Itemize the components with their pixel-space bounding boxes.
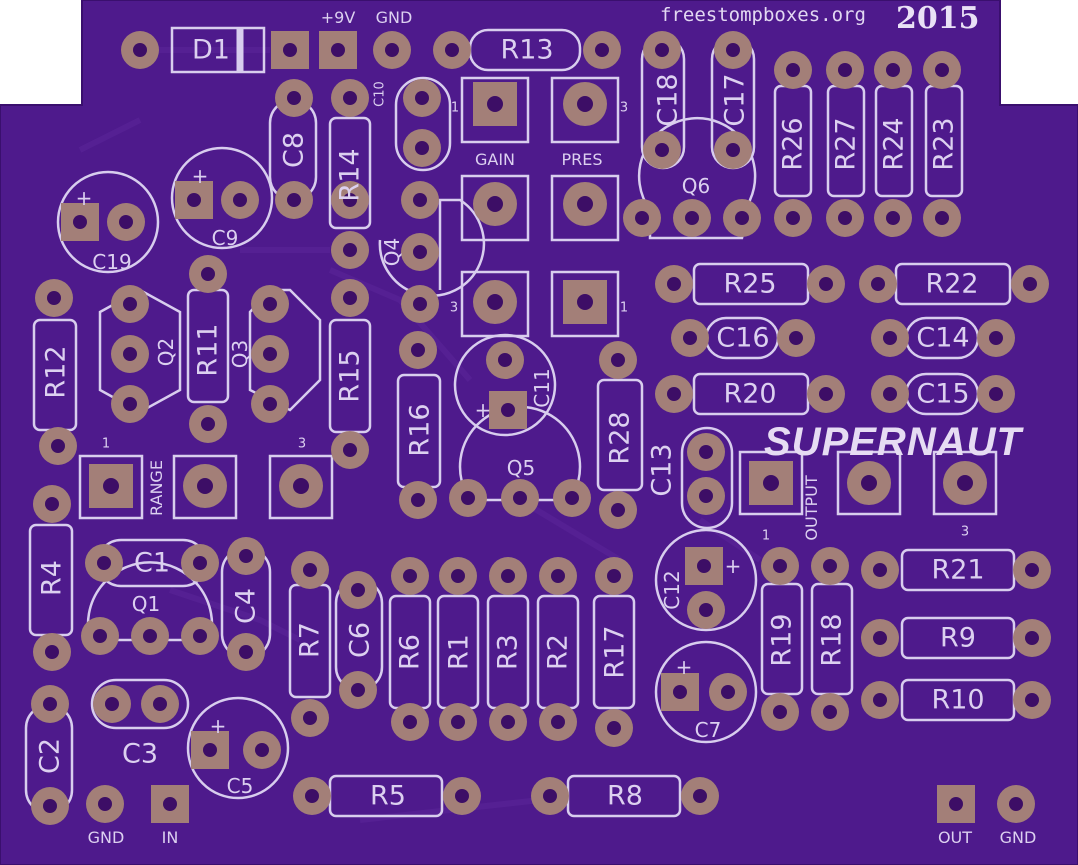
pin3-label: 3 bbox=[449, 300, 459, 316]
c3-label: C3 bbox=[121, 738, 159, 770]
r15-label: R15 bbox=[334, 349, 366, 403]
pin1-label: 1 bbox=[761, 528, 771, 544]
q1-label: Q1 bbox=[131, 592, 161, 616]
website-label: freestompboxes.org bbox=[660, 4, 866, 26]
r16-label: R16 bbox=[404, 403, 436, 457]
polarity-plus: + bbox=[474, 398, 492, 422]
out-label: OUT bbox=[937, 828, 973, 847]
in-gnd-label: GND bbox=[87, 828, 125, 847]
r18-label: R18 bbox=[816, 613, 848, 667]
r27-label: R27 bbox=[830, 117, 862, 171]
polarity-plus: + bbox=[209, 714, 227, 738]
power-gnd-label: GND bbox=[375, 8, 413, 27]
r7-label: R7 bbox=[294, 622, 326, 658]
c14-label: C14 bbox=[916, 322, 970, 354]
d1-label: D1 bbox=[192, 34, 230, 66]
pin3-label: 3 bbox=[960, 524, 970, 540]
pin1-label: 1 bbox=[450, 100, 460, 116]
r14-label: R14 bbox=[334, 148, 366, 202]
c19-label: C19 bbox=[92, 250, 132, 274]
r11-label: R11 bbox=[192, 323, 224, 377]
r10-label: R10 bbox=[931, 684, 985, 716]
r19-label: R19 bbox=[766, 613, 798, 667]
r6-label: R6 bbox=[394, 634, 426, 670]
r4-label: R4 bbox=[36, 560, 68, 596]
r8-label: R8 bbox=[607, 780, 643, 812]
gain-label: GAIN bbox=[474, 150, 516, 169]
r20-label: R20 bbox=[723, 378, 777, 410]
range-label: RANGE bbox=[147, 460, 166, 516]
power-plus-label: +9V bbox=[320, 8, 356, 27]
r25-label: R25 bbox=[723, 268, 777, 300]
pin3-label: 3 bbox=[297, 436, 307, 452]
r17-label: R17 bbox=[599, 625, 631, 679]
r28-label: R28 bbox=[604, 411, 636, 465]
c16-label: C16 bbox=[716, 322, 770, 354]
q5-label: Q5 bbox=[506, 456, 536, 480]
polarity-plus: + bbox=[75, 186, 93, 210]
in-label: IN bbox=[161, 828, 179, 847]
c12-label: C12 bbox=[660, 570, 684, 610]
c11-label: C11 bbox=[530, 368, 554, 408]
q2-label: Q2 bbox=[154, 337, 178, 367]
c5-label: C5 bbox=[226, 774, 254, 798]
year-label: 2015 bbox=[896, 1, 980, 36]
pin3-label: 3 bbox=[619, 100, 629, 116]
r22-label: R22 bbox=[925, 268, 979, 300]
q3-label: Q3 bbox=[228, 339, 252, 369]
r3-label: R3 bbox=[492, 634, 524, 670]
c17-label: C17 bbox=[719, 73, 751, 127]
c2-label: C2 bbox=[34, 737, 66, 775]
polarity-plus: + bbox=[191, 164, 209, 188]
r1-label: R1 bbox=[443, 634, 475, 670]
r9-label: R9 bbox=[940, 622, 976, 654]
q4-label: Q4 bbox=[380, 237, 404, 267]
r12-label: R12 bbox=[40, 345, 72, 399]
r23-label: R23 bbox=[928, 117, 960, 171]
pin1-label: 1 bbox=[619, 300, 629, 316]
c1-label: C1 bbox=[133, 547, 171, 579]
r24-label: R24 bbox=[878, 117, 910, 171]
r21-label: R21 bbox=[931, 554, 985, 586]
polarity-plus: + bbox=[724, 554, 742, 578]
output-label: OUTPUT bbox=[802, 475, 821, 541]
c7-label: C7 bbox=[694, 718, 722, 742]
c9-label: C9 bbox=[211, 226, 239, 250]
c10-label: C10 bbox=[372, 81, 388, 107]
c6-label: C6 bbox=[344, 621, 376, 659]
r5-label: R5 bbox=[370, 780, 406, 812]
c8-label: C8 bbox=[278, 131, 310, 169]
polarity-plus: + bbox=[675, 655, 693, 679]
product-name: SUPERNAUT bbox=[764, 420, 1022, 464]
out-gnd-label: GND bbox=[999, 828, 1037, 847]
c4-label: C4 bbox=[230, 587, 262, 625]
c15-label: C15 bbox=[916, 378, 970, 410]
c18-label: C18 bbox=[652, 73, 684, 127]
r2-label: R2 bbox=[542, 634, 574, 670]
pin1-label: 1 bbox=[101, 436, 111, 452]
q6-label: Q6 bbox=[681, 174, 711, 198]
c13-label: C13 bbox=[646, 443, 678, 497]
r26-label: R26 bbox=[777, 117, 809, 171]
r13-label: R13 bbox=[500, 34, 554, 66]
pres-label: PRES bbox=[561, 150, 603, 169]
